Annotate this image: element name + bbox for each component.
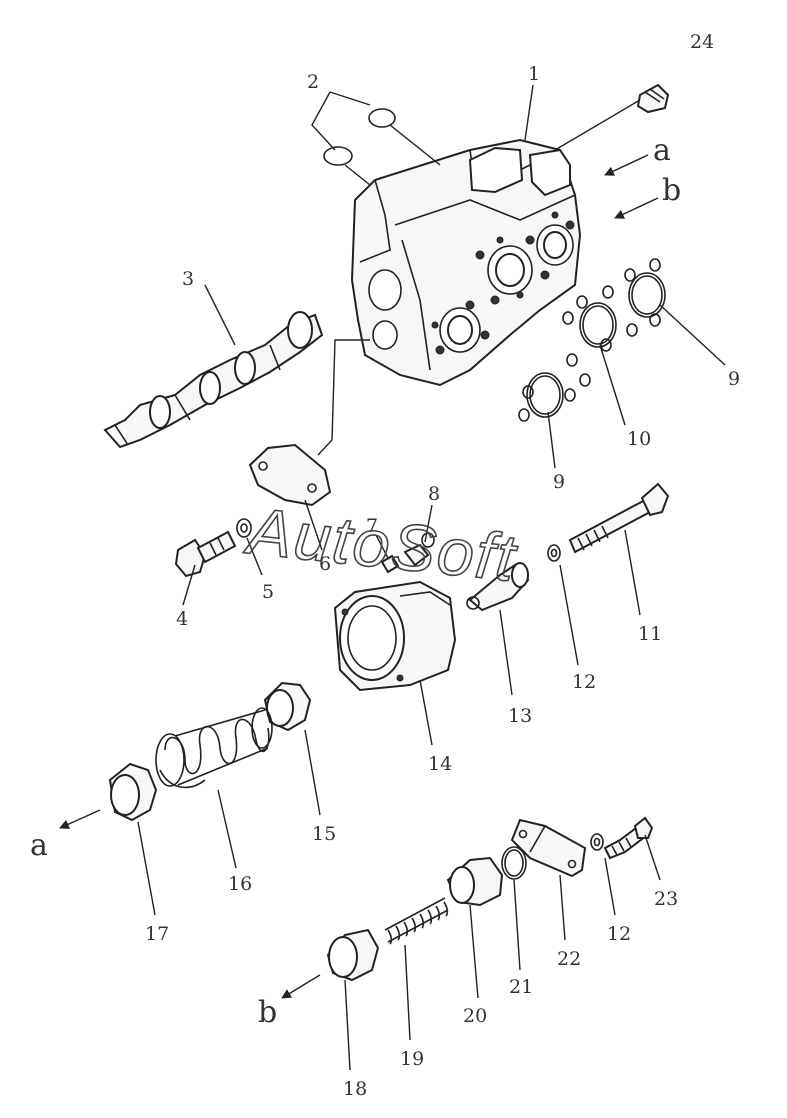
flow-letters: a b a b [30,133,681,1030]
callout-16: 16 [228,873,252,895]
callout-8: 8 [428,483,440,505]
callout-19: 19 [400,1048,424,1070]
spool-part-3 [103,311,324,449]
flow-arrows [59,154,659,999]
callout-11: 11 [638,623,662,645]
callout-14: 14 [428,753,452,775]
callout-17: 17 [145,923,169,945]
callout-21: 21 [509,976,533,998]
callout-numbers: 1 2 3 4 5 6 7 8 9 9 10 11 12 12 13 14 15… [145,31,740,1100]
seal-rings-parts-9-10 [518,258,666,422]
spring-part-19 [384,897,449,945]
cap-part-18 [326,928,380,982]
plunger-part-13 [466,562,530,612]
flow-marker-b-top: b [662,173,681,208]
housing-part-14 [333,580,457,692]
callout-15: 15 [312,823,336,845]
callout-22: 22 [557,948,581,970]
callout-9-lower: 9 [553,471,565,493]
callout-9-right: 9 [728,368,740,390]
callout-3: 3 [182,268,194,290]
o-ring-part-21 [501,846,527,880]
flow-marker-a-top: a [653,133,671,168]
callout-2: 2 [307,71,319,93]
callout-10: 10 [627,428,651,450]
flow-marker-a-bottom: a [30,828,48,863]
spring-part-16 [155,707,273,789]
small-parts-7-8 [380,532,435,574]
piston-part-20 [446,856,504,907]
callout-24: 24 [690,31,714,53]
plate-part-22 [510,818,587,878]
washer-part-5 [236,518,252,538]
callout-4: 4 [176,608,188,630]
callout-23: 23 [654,888,678,910]
long-bolt-part-11 [568,482,670,554]
callout-18: 18 [343,1078,367,1100]
valve-body-part-1 [350,138,582,387]
flow-marker-b-bottom: b [258,995,277,1030]
callout-20: 20 [463,1005,487,1027]
callout-6: 6 [319,553,331,575]
washer-part-12-upper [547,544,561,562]
washer-part-12-lower [590,833,604,851]
callout-12-upper: 12 [572,671,596,693]
callout-7: 7 [366,515,378,537]
watermark-text: AutoSoft [241,493,521,595]
o-rings-part-2 [323,108,396,166]
bolt-part-4 [174,530,237,578]
leader-lines [137,84,726,1071]
callout-1: 1 [528,63,540,85]
cap-part-15 [263,681,312,732]
callout-13: 13 [508,705,532,727]
bolt-part-23 [603,816,654,860]
plug-part-24 [636,83,670,114]
callout-12-lower: 12 [607,923,631,945]
cover-plate-part-6 [248,443,332,507]
cup-part-17 [108,762,158,822]
callout-5: 5 [262,581,274,603]
